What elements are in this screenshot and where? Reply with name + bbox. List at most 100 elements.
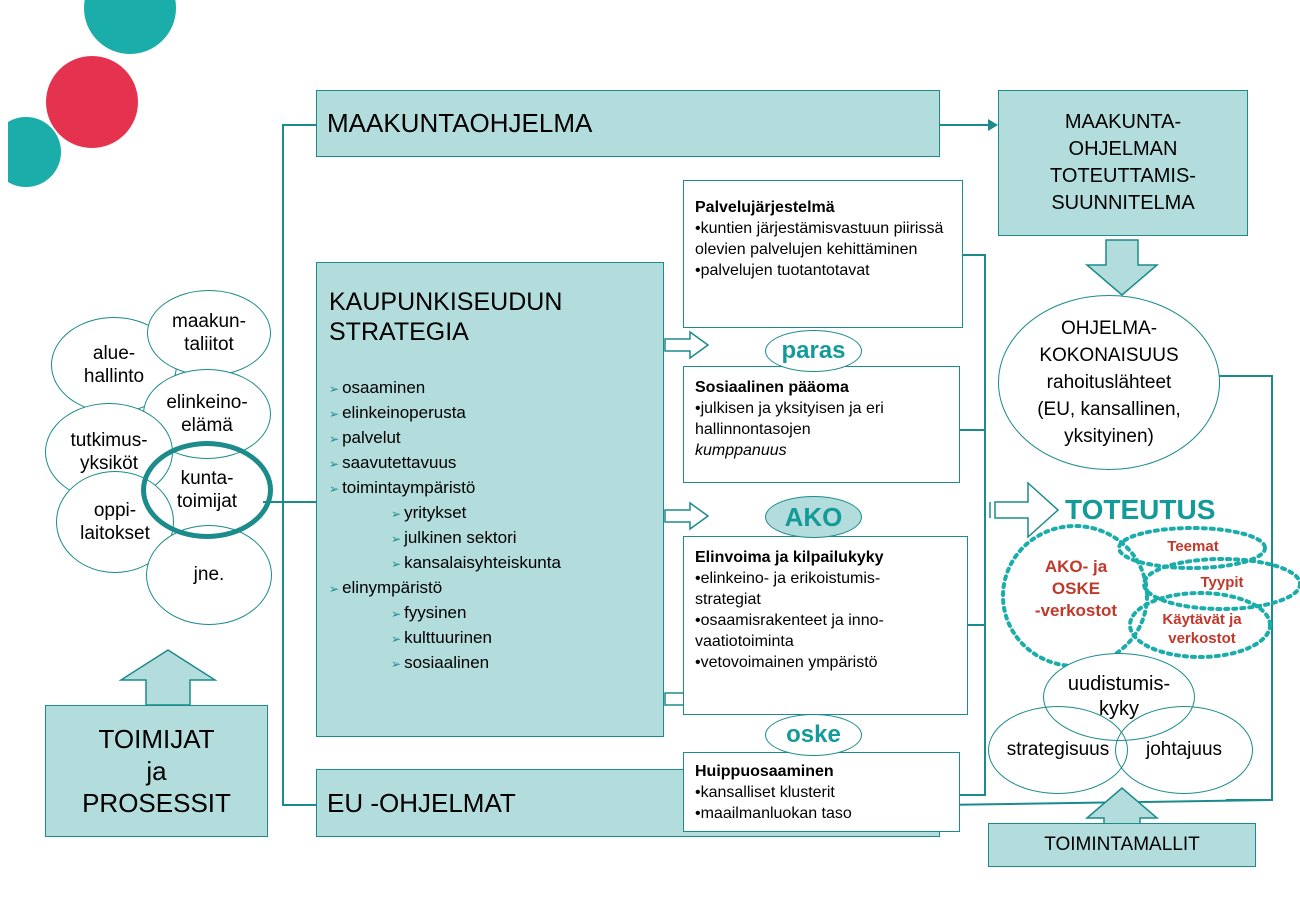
toimintamallit-box: TOIMINTAMALLIT <box>988 823 1256 867</box>
strategia-item: ➢elinympäristö <box>329 576 663 601</box>
oske-label: oske <box>786 721 841 748</box>
sosiaalinen-paaoma-box: Sosiaalinen pääoma •julkisen ja yksityis… <box>683 366 960 483</box>
uudistumiskyky-label: uudistumis- kyky <box>1067 673 1171 720</box>
palvelu-item-1: •kuntien järjestämisvastuun piirissä ole… <box>695 220 944 258</box>
arrow-to-ako <box>664 501 710 531</box>
bullet-arrow-icon: ➢ <box>329 432 340 446</box>
toteuttamissuunnitelma-box: MAAKUNTA- OHJELMAN TOTEUTTAMIS- SUUNNITE… <box>998 90 1248 236</box>
ako-label: AKO <box>784 501 843 532</box>
strategia-item-label: palvelut <box>342 428 401 447</box>
strategia-item: ➢julkinen sektori <box>329 526 663 551</box>
strategia-item-label: saavutettavuus <box>342 453 457 472</box>
strategia-item-label: julkinen sektori <box>404 528 517 547</box>
logo-dot-teal-left <box>0 117 61 187</box>
ohjelmakokonaisuus-label: OHJELMA- KOKONAISUUS rahoituslähteet (EU… <box>1037 318 1181 447</box>
bullet-arrow-icon: ➢ <box>329 407 340 421</box>
strategia-item: ➢sosiaalinen <box>329 651 663 676</box>
red-tyypit: Tyypit <box>1200 574 1244 591</box>
palvelu-item-2: •palvelujen tuotantotavat <box>695 262 870 279</box>
elinvoima-title: Elinvoima ja kilpailukyky <box>695 549 884 566</box>
red-ako-oske-verkostot: AKO- ja OSKE -verkostot <box>1034 557 1118 620</box>
arrow-down-plan <box>1084 239 1160 296</box>
strategia-item: ➢elinkeinoperusta <box>329 401 663 426</box>
strategia-item: ➢kulttuurinen <box>329 626 663 651</box>
strategia-item-label: toimintaympäristö <box>342 478 476 497</box>
bullet-arrow-icon: ➢ <box>391 507 402 521</box>
elinvoima-item-1: •elinkeino- ja erikoistumis-strategiat <box>695 570 881 608</box>
strategia-item: ➢kansalaisyhteiskunta <box>329 551 663 576</box>
actor-kuntatoimijat: kunta- toimijat <box>141 441 273 539</box>
strategia-item-label: fyysinen <box>404 603 467 622</box>
huippu-item-2: •maailmanluokan taso <box>695 805 852 822</box>
logo-dot-teal-top <box>84 0 176 54</box>
strategia-item: ➢toimintaympäristö <box>329 476 663 501</box>
red-teemat: Teemat <box>1167 538 1219 555</box>
bullet-arrow-icon: ➢ <box>391 632 402 646</box>
huippu-item-1: •kansalliset klusterit <box>695 784 835 801</box>
strategia-item-label: kansalaisyhteiskunta <box>404 553 561 572</box>
actor-jne-label: jne. <box>193 564 225 585</box>
logo <box>0 0 180 190</box>
toimijat-label: TOIMIJAT ja PROSESSIT <box>82 724 231 818</box>
huippuosaaminen-box: Huippuosaaminen •kansalliset klusterit •… <box>683 752 960 832</box>
strategia-item: ➢saavutettavuus <box>329 451 663 476</box>
eu-ohjelmat-label: EU -OHJELMAT <box>327 787 516 818</box>
toimijat-box: TOIMIJAT ja PROSESSIT <box>45 705 268 837</box>
strategia-item: ➢palvelut <box>329 426 663 451</box>
bullet-arrow-icon: ➢ <box>329 382 340 396</box>
strategia-item-label: yritykset <box>404 503 467 522</box>
bullet-arrow-icon: ➢ <box>329 582 340 596</box>
bullet-arrow-icon: ➢ <box>329 482 340 496</box>
actor-maakun-label: maakun- taliitot <box>172 311 246 355</box>
elinvoima-box: Elinvoima ja kilpailukyky •elinkeino- ja… <box>683 536 968 715</box>
sosiaalinen-title: Sosiaalinen pääoma <box>695 379 849 396</box>
bullet-arrow-icon: ➢ <box>391 657 402 671</box>
elinvoima-item-2: •osaamisrakenteet ja inno-vaatiotoiminta <box>695 612 884 650</box>
toteuttamissuunnitelma-label: MAAKUNTA- OHJELMAN TOTEUTTAMIS- SUUNNITE… <box>1050 111 1196 214</box>
strategia-box: KAUPUNKISEUDUN STRATEGIA ➢osaaminen➢elin… <box>316 262 664 737</box>
strategia-item: ➢osaaminen <box>329 376 663 401</box>
johtajuus-label: johtajuus <box>1145 739 1223 760</box>
sosiaalinen-item-1: •julkisen ja yksityisen ja eri hallinnon… <box>695 400 884 438</box>
arrow-up-toimijat <box>118 649 218 706</box>
actor-alue-label: alue- hallinto <box>83 343 145 387</box>
left-bracket-line <box>282 124 316 806</box>
actor-jne: jne. <box>146 525 272 625</box>
bullet-arrow-icon: ➢ <box>391 557 402 571</box>
actor-elinkeino-label: elinkeino- elämä <box>166 392 248 436</box>
strategia-list: ➢osaaminen➢elinkeinoperusta➢palvelut➢saa… <box>329 376 663 676</box>
toteutus-heading: TOTEUTUS <box>1065 494 1216 525</box>
sosiaalinen-italic: kumppanuus <box>695 442 787 459</box>
arrow-to-palvelu <box>664 330 710 360</box>
palvelujarjestelma-box: Palvelujärjestelmä •kuntien järjestämisv… <box>683 180 963 328</box>
oske-tag: oske <box>765 714 862 756</box>
johtajuus-ellipse: johtajuus <box>1115 706 1253 794</box>
bullet-arrow-icon: ➢ <box>391 607 402 621</box>
strategia-item: ➢yritykset <box>329 501 663 526</box>
bullet-arrow-icon: ➢ <box>391 532 402 546</box>
ako-tag: AKO <box>765 496 862 538</box>
ohjelmakokonaisuus-ellipse: OHJELMA- KOKONAISUUS rahoituslähteet (EU… <box>998 295 1220 470</box>
huippu-title: Huippuosaaminen <box>695 763 834 780</box>
strategia-item-label: sosiaalinen <box>404 653 490 672</box>
actor-kunta-label: kunta- toimijat <box>176 468 238 512</box>
strategia-title: KAUPUNKISEUDUN STRATEGIA <box>329 288 563 346</box>
logo-dot-red <box>46 56 138 148</box>
actor-oppi-label: oppi- laitokset <box>80 500 150 544</box>
arrow-up-toimintamallit <box>1084 787 1160 826</box>
strategisuus-ellipse: strategisuus <box>988 706 1128 794</box>
elinvoima-item-3: •vetovoimainen ympäristö <box>695 654 878 671</box>
strategia-item-label: elinkeinoperusta <box>342 403 466 422</box>
strategia-item-label: elinympäristö <box>342 578 443 597</box>
strategia-item-label: osaaminen <box>342 378 426 397</box>
toimintamallit-label: TOIMINTAMALLIT <box>1044 834 1200 855</box>
palvelu-title: Palvelujärjestelmä <box>695 199 835 216</box>
maakuntaohjelma-label: MAAKUNTAOHJELMA <box>327 108 593 138</box>
actor-tutkimus-label: tutkimus- yksiköt <box>70 430 148 474</box>
strategisuus-label: strategisuus <box>1006 739 1110 760</box>
paras-label: paras <box>781 337 846 364</box>
arrow-to-toteutus <box>994 481 1060 539</box>
logo-dots-graphic <box>0 0 176 190</box>
paras-tag: paras <box>765 330 862 372</box>
bullet-arrow-icon: ➢ <box>329 457 340 471</box>
